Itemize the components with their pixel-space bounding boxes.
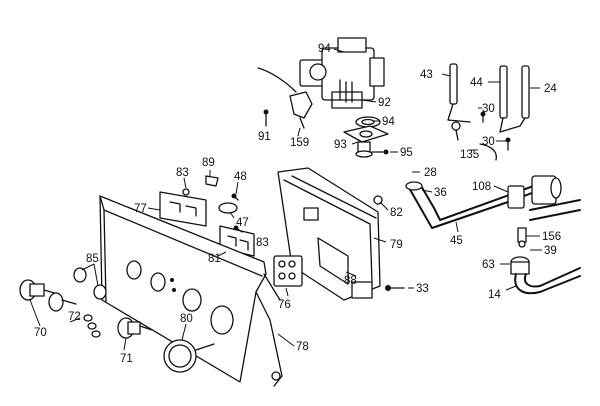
part-label-76: 76 xyxy=(278,299,291,311)
leader-lines xyxy=(29,48,542,351)
part-label-83-upper: 83 xyxy=(176,167,189,179)
part-label-28: 28 xyxy=(424,167,437,179)
part-label-88: 88 xyxy=(344,275,357,287)
part-label-94-ring: 94 xyxy=(382,116,395,128)
part-label-159: 159 xyxy=(290,137,309,149)
part-label-63: 63 xyxy=(482,259,495,271)
part-label-72: 72 xyxy=(68,311,81,323)
part-label-92: 92 xyxy=(378,97,391,109)
part-label-78: 78 xyxy=(296,341,309,353)
rear-housing xyxy=(273,167,405,301)
front-control-panel xyxy=(99,195,283,387)
part-labels: 94 92 94 91 159 93 95 28 36 43 44 24 30 … xyxy=(34,43,561,365)
part-label-30-lower: 30 xyxy=(482,136,495,148)
part-label-79: 79 xyxy=(390,239,403,251)
part-label-39: 39 xyxy=(544,245,557,257)
knobs-and-gauges xyxy=(19,267,215,373)
part-label-45: 45 xyxy=(450,235,463,247)
part-label-95: 95 xyxy=(400,147,413,159)
part-label-93: 93 xyxy=(334,139,347,151)
part-label-83-lower: 83 xyxy=(256,237,269,249)
part-label-24: 24 xyxy=(544,83,557,95)
brackets-and-clips xyxy=(159,175,255,257)
part-label-70: 70 xyxy=(34,327,47,339)
part-label-80: 80 xyxy=(180,313,193,325)
part-label-44: 44 xyxy=(470,77,483,89)
part-label-36: 36 xyxy=(434,187,447,199)
part-label-48: 48 xyxy=(234,171,247,183)
part-label-47: 47 xyxy=(236,217,249,229)
part-label-156: 156 xyxy=(542,231,561,243)
part-label-30-upper: 30 xyxy=(482,103,495,115)
electrode-assembly xyxy=(447,63,530,161)
part-label-85: 85 xyxy=(86,253,99,265)
part-label-14: 14 xyxy=(488,289,501,301)
gas-valve-assembly xyxy=(257,37,385,129)
part-label-77: 77 xyxy=(134,203,147,215)
part-label-94-top: 94 xyxy=(318,43,331,55)
part-label-82: 82 xyxy=(390,207,403,219)
part-label-108: 108 xyxy=(472,181,491,193)
part-label-91: 91 xyxy=(258,131,271,143)
seal-and-plate xyxy=(343,116,389,158)
part-label-71: 71 xyxy=(120,353,133,365)
part-label-89: 89 xyxy=(202,157,215,169)
part-label-33: 33 xyxy=(416,283,429,295)
part-label-135: 135 xyxy=(460,149,479,161)
part-label-43: 43 xyxy=(420,69,433,81)
pipe-assembly xyxy=(405,175,581,295)
part-label-81: 81 xyxy=(208,253,221,265)
